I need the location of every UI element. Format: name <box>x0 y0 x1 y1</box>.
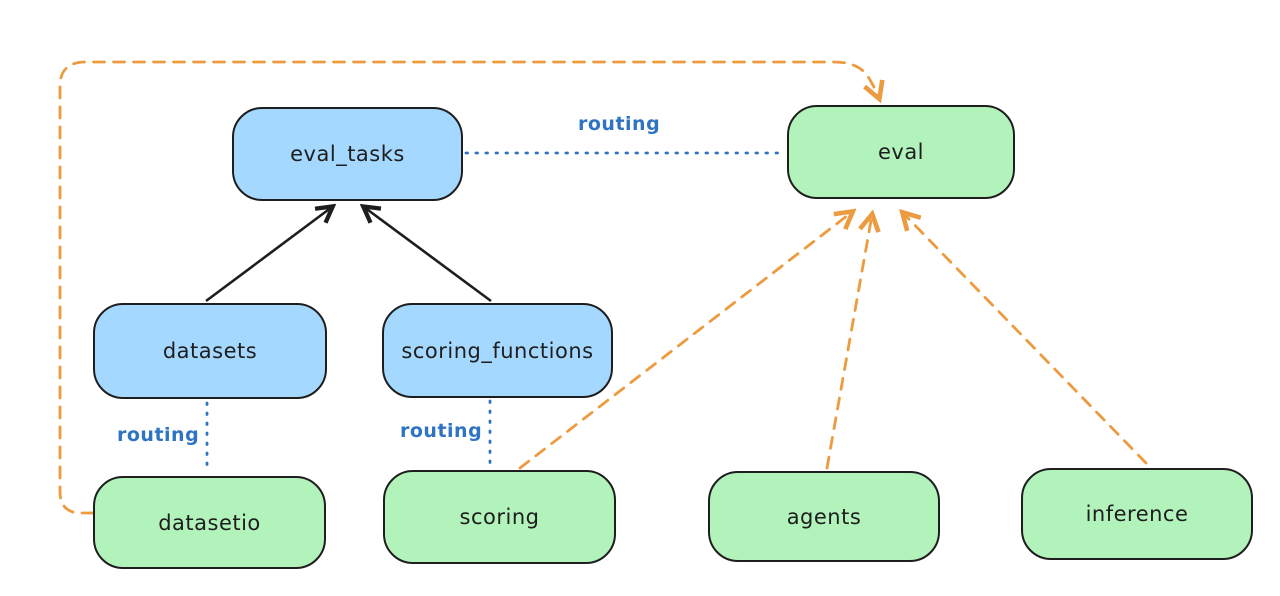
node-eval-tasks[interactable]: eval_tasks <box>232 107 463 201</box>
node-datasetio[interactable]: datasetio <box>93 476 326 569</box>
node-eval[interactable]: eval <box>787 105 1015 199</box>
edge-scoring-to-eval <box>518 212 852 470</box>
edge-agents-to-eval <box>825 215 872 470</box>
edge-label-routing-left: routing <box>117 424 200 446</box>
node-scoring-label: scoring <box>459 505 540 529</box>
node-agents-label: agents <box>786 504 862 529</box>
node-agents[interactable]: agents <box>708 471 940 562</box>
node-datasets-label: datasets <box>162 339 258 363</box>
edge-datasets-to-eval-tasks <box>205 207 332 303</box>
node-eval-tasks-label: eval_tasks <box>290 142 405 166</box>
node-datasets[interactable]: datasets <box>93 303 327 399</box>
node-scoring[interactable]: scoring <box>383 470 616 564</box>
node-inference-label: inference <box>1085 502 1189 526</box>
edge-datasetio-loop-to-eval <box>58 60 879 515</box>
node-scoring-functions-label: scoring_functions <box>401 338 594 363</box>
node-datasetio-label: datasetio <box>158 510 261 535</box>
edge-label-routing-top: routing <box>578 113 661 135</box>
edge-scoring-functions-to-eval-tasks <box>364 207 492 303</box>
node-scoring-functions[interactable]: scoring_functions <box>382 303 613 398</box>
node-inference[interactable]: inference <box>1021 468 1253 560</box>
edge-inference-to-eval <box>903 213 1148 465</box>
edge-label-routing-middle: routing <box>400 420 483 442</box>
node-eval-label: eval <box>877 140 925 164</box>
